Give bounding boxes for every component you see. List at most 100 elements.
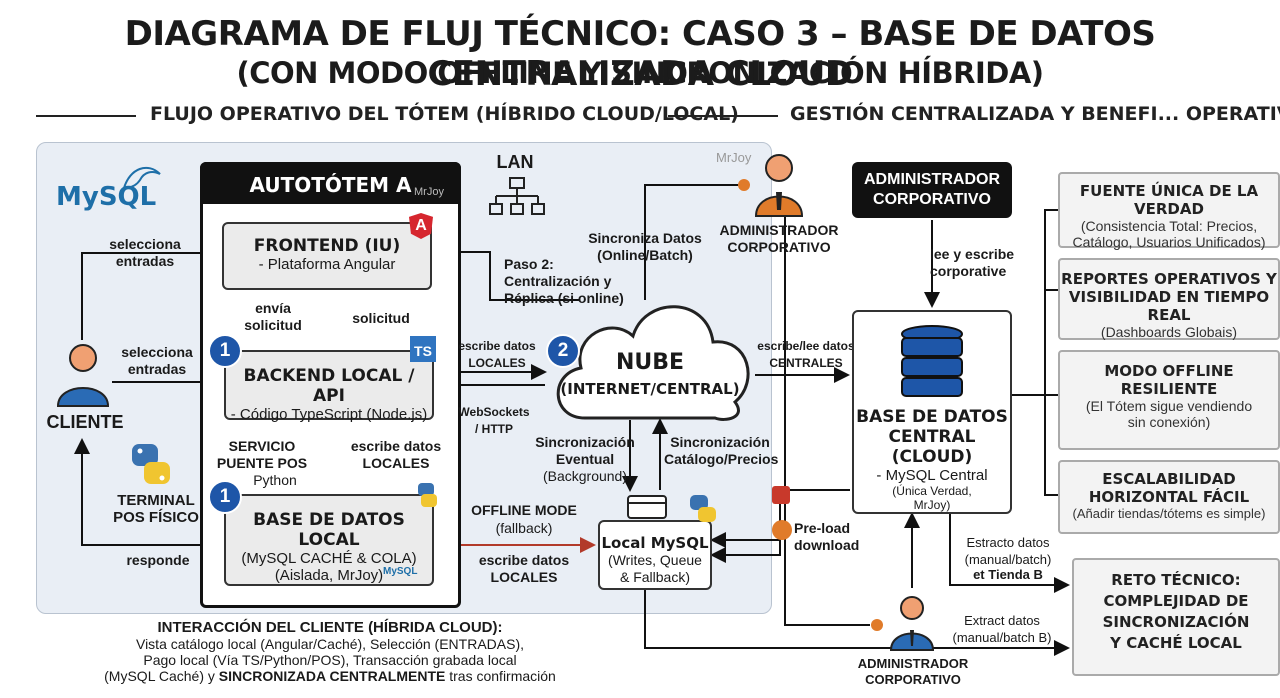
local-mysql-sub: (Writes, Queue & Fallback) [608, 552, 702, 585]
label-servicio: SERVICIO PUENTE POS [216, 438, 308, 471]
client-person-icon [56, 344, 110, 407]
label-python: Python [253, 472, 297, 488]
local-mysql-box: Local MySQL (Writes, Queue & Fallback) [598, 520, 712, 590]
label-sync-catalogo: Sincronización Catálogo/Precios [664, 434, 779, 467]
client-interaction: INTERACCIÓN DEL CLIENTE (HÍBRIDA CLOUD):… [90, 619, 570, 685]
label-escribe: escribe datos LOCALES [458, 339, 536, 370]
pos-terminal-icon [627, 495, 667, 519]
label-selecciona: selecciona entradas [121, 344, 193, 377]
label-paso2: Paso 2: Centralización y Réplica (si onl… [504, 256, 624, 306]
label-background: (Background) [542, 468, 628, 484]
benefit-card: FUENTE ÚNICA DE LA VERDAD (Consistencia … [1058, 172, 1280, 250]
label-fallback: (fallback) [495, 520, 553, 536]
benefit-card: ESCALABILIDAD HORIZONTAL FÁCIL (Añadir t… [1058, 460, 1280, 534]
code-icon [772, 520, 792, 540]
database-icon [901, 325, 963, 397]
section-right-title: GESTIÓN CENTRALIZADA Y BENEFI... OPERATI… [790, 103, 1280, 125]
benefit-sub: (Consistencia Total: Precios, Catálogo, … [1072, 218, 1266, 250]
benefit-title: FUENTE ÚNICA DE LA VERDAD [1079, 182, 1259, 218]
challenge-card: RETO TÉCNICO: COMPLEJIDAD DE SINCRONIZAC… [1072, 558, 1280, 676]
angular-icon: A [409, 213, 433, 239]
admin-person-icon [889, 596, 935, 651]
label-sync-eventual: Sincronización Eventual [535, 434, 635, 467]
central-db-title: BASE DE DATOS CENTRAL (CLOUD) [856, 407, 1008, 467]
admin-top-label: ADMINISTRADOR CORPORATIVO [719, 222, 839, 255]
mysql-logo: MySQL [56, 182, 157, 212]
mysql-small-logo: MySQL [383, 566, 418, 577]
watermark: MrJoy [414, 186, 444, 198]
terminal-label: TERMINAL POS FÍSICO [113, 492, 199, 526]
benefit-title: REPORTES OPERATIVOS Y VISIBILIDAD EN TIE… [1061, 270, 1277, 324]
admin-bottom-label: ADMINISTRADOR CORPORATIVO [857, 656, 969, 687]
label-offline-mode: OFFLINE MODE [471, 502, 577, 518]
client-interaction-title: INTERACCIÓN DEL CLIENTE (HÍBRIDA CLOUD): [157, 619, 503, 636]
label-envia: envía solicitud [244, 300, 302, 333]
section-left-title: FLUJO OPERATIVO DEL TÓTEM (HÍBRIDO CLOUD… [150, 103, 739, 125]
label-extracto: Estracto datos (manual/batch) [964, 535, 1052, 567]
cloud-sub: (INTERNET/CENTRAL) [560, 380, 740, 398]
network-icon [489, 177, 545, 215]
typescript-icon: TS [410, 336, 436, 362]
benefit-title: MODO OFFLINE RESILIENTE [1104, 362, 1234, 398]
watermark: MrJoy [716, 150, 752, 165]
step-badge: 1 [208, 334, 242, 368]
label-escribe-centrales: escribe/lee datos CENTRALES [757, 339, 855, 370]
label-solicitud: solicitud [352, 310, 410, 326]
frontend-box: FRONTEND (IU) - Plataforma Angular [222, 222, 432, 290]
central-db-box: BASE DE DATOS CENTRAL (CLOUD) - MySQL Ce… [852, 310, 1012, 514]
text-span-bold: SINCRONIZADA CENTRALMENTE [218, 668, 446, 684]
totem-title: AUTOTÓTEM A [200, 162, 461, 204]
challenge-title: RETO TÉCNICO: COMPLEJIDAD DE SINCRONIZAC… [1102, 571, 1250, 652]
divider [668, 115, 778, 117]
client-interaction-line: Pago local (Vía TS/Python/POS), Transacc… [143, 652, 517, 668]
benefit-sub: (Dashboards Globais) [1100, 324, 1238, 340]
local-db-title: BASE DE DATOS LOCAL [253, 510, 405, 550]
python-icon [418, 483, 437, 507]
benefit-title: ESCALABILIDAD HORIZONTAL FÁCIL [1088, 470, 1250, 506]
text-span: tras confirmación [445, 668, 556, 684]
angular-icon [772, 486, 790, 504]
label-extract: Extract datos (manual/batch B) [952, 613, 1052, 645]
client-interaction-line: (MySQL Caché) y SINCRONIZADA CENTRALMENT… [90, 668, 570, 684]
local-mysql-title: Local MySQL [601, 534, 709, 552]
central-db-sub2: (Única Verdad, MrJoy) [892, 484, 972, 512]
cloud-title: NUBE [615, 350, 685, 375]
text-span: (MySQL Caché) y [104, 668, 219, 684]
client-label: CLIENTE [46, 412, 124, 432]
label-escribe: escribe datos LOCALES [478, 552, 570, 585]
label-escribe: escribe datos LOCALES [350, 438, 442, 471]
benefit-card: MODO OFFLINE RESILIENTE (El Tótem sigue … [1058, 350, 1280, 450]
central-db-sub: - MySQL Central [876, 467, 988, 484]
backend-title: BACKEND LOCAL / API [243, 366, 415, 406]
label-websockets: WebSockets / HTTP [458, 405, 530, 436]
page-subtitle: (CON MODO OFFLINE Y SINCRONIZACIÓN HÍBRI… [236, 56, 1044, 90]
client-interaction-line: Vista catálogo local (Angular/Caché), Se… [135, 636, 525, 652]
label-responde: responde [126, 552, 190, 568]
python-icon [132, 444, 170, 484]
local-db-box: BASE DE DATOS LOCAL (MySQL CACHÉ & COLA)… [224, 494, 434, 586]
frontend-title: FRONTEND (IU) [253, 236, 401, 256]
benefit-sub: (El Tótem sigue vendiendo sin conexión) [1085, 398, 1253, 430]
lan-label: LAN [496, 152, 534, 172]
admin-person-icon [754, 154, 804, 217]
label-selecciona: selecciona entradas [109, 236, 181, 269]
local-db-sub1: (MySQL CACHÉ & COLA) [241, 550, 417, 567]
label-preload: Pre-load download [794, 520, 860, 553]
divider [36, 115, 136, 117]
backend-box: BACKEND LOCAL / API - Código TypeScript … [224, 350, 434, 423]
python-icon [690, 495, 716, 522]
dolphin-icon [122, 166, 161, 190]
step-badge: 1 [208, 480, 242, 514]
page-title: DIAGRAMA DE FLUJ TÉCNICO: CASO 3 – BASE … [124, 14, 1156, 94]
step-badge: 2 [546, 334, 580, 368]
label-tienda-b: et Tienda B [973, 567, 1043, 582]
benefit-card: REPORTES OPERATIVOS Y VISIBILIDAD EN TIE… [1058, 258, 1280, 340]
benefit-sub: (Añadir tiendas/tótems es simple) [1072, 506, 1266, 521]
backend-sub: - Código TypeScript (Node.js) [230, 406, 428, 423]
label-sincroniza: Sincroniza Datos (Online/Batch) [588, 230, 702, 263]
label-lee-escribe: lee y escribe corporative [930, 246, 1015, 279]
frontend-sub: - Plataforma Angular [258, 256, 396, 273]
local-db-sub2: (Aislada, MrJoy) [274, 567, 384, 584]
cloud-icon [556, 305, 750, 421]
admin-box: ADMINISTRADOR CORPORATIVO [852, 162, 1012, 218]
